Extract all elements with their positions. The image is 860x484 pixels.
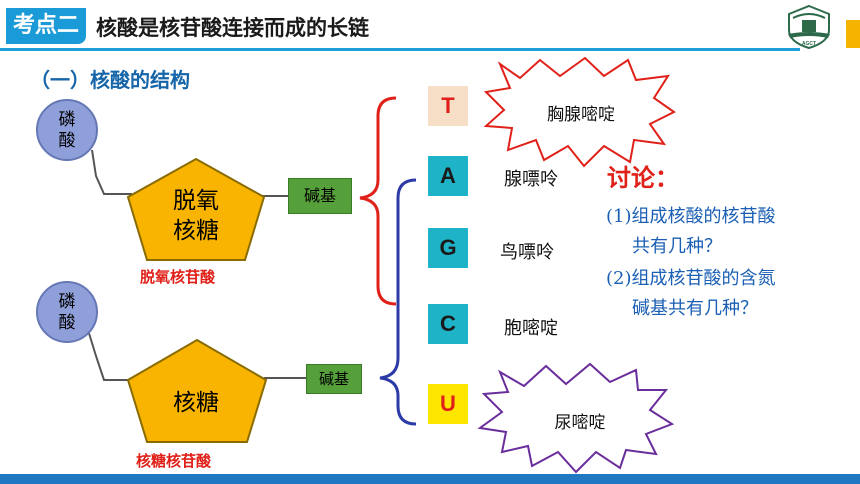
header-underline (0, 48, 800, 51)
top-sugar-pentagon (126, 157, 266, 261)
base-name-a: 腺嘌呤 (504, 169, 558, 190)
bottom-phosphate (36, 281, 98, 343)
base-letter-c: C (428, 304, 468, 344)
school-logo: AGCT (784, 4, 834, 50)
accent-bar (846, 20, 860, 48)
section-title: （一）核酸的结构 (30, 68, 190, 92)
base-letter-g: G (428, 228, 468, 268)
ribonucleotide-caption: 核糖核苷酸 (136, 452, 212, 470)
top-sugar-label: 脱氧 核糖 (173, 188, 219, 244)
uracil-label: 尿嘧啶 (554, 413, 606, 433)
dna-bases-brace (359, 96, 397, 306)
logo-text: AGCT (802, 41, 816, 47)
base-letter-t: T (428, 86, 468, 126)
top-phosphate-link (91, 149, 132, 195)
footer-bar (0, 474, 860, 484)
bottom-sugar-label: 核糖 (173, 390, 219, 416)
top-base-box: 碱基 (288, 178, 352, 214)
question-1-line-1: (1)组成核酸的核苷酸 (606, 206, 776, 227)
question-1-line-2: 共有几种？ (632, 236, 722, 257)
rna-bases-brace (379, 178, 417, 426)
bottom-sugar-pentagon (126, 338, 268, 443)
discussion-title: 讨论： (607, 164, 679, 192)
top-phosphate (36, 99, 98, 161)
bottom-phosphate-link (87, 329, 132, 381)
base-name-c: 胞嘧啶 (504, 318, 558, 339)
base-letter-a: A (428, 156, 468, 196)
page-title: 核酸是核苷酸连接而成的长链 (96, 16, 369, 40)
base-name-g: 鸟嘌呤 (500, 242, 554, 263)
question-2-line-2: 碱基共有几种？ (632, 298, 758, 319)
section-tag: 考点二 (6, 8, 86, 44)
deoxynucleotide-caption: 脱氧核苷酸 (140, 268, 216, 286)
bottom-base-box: 碱基 (306, 364, 362, 394)
base-letter-u: U (428, 384, 468, 424)
bottom-phosphate-label: 磷 酸 (58, 292, 76, 333)
top-phosphate-label: 磷 酸 (58, 110, 76, 151)
logo-emblem-icon: AGCT (788, 4, 830, 50)
thymine-burst (483, 56, 676, 168)
thymine-label: 胸腺嘧啶 (547, 105, 615, 125)
uracil-burst (477, 362, 675, 474)
question-2-line-1: (2)组成核苷酸的含氮 (606, 268, 776, 289)
